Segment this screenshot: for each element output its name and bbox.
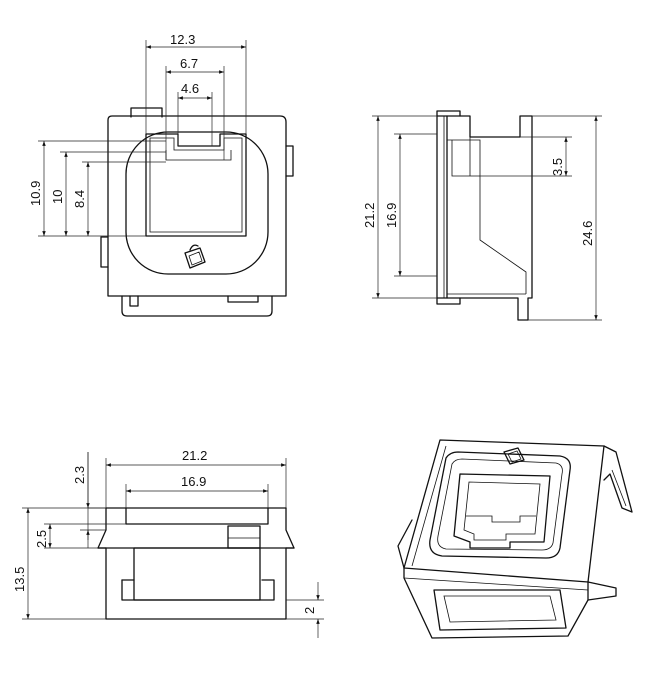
dim-10-9: 10.9 xyxy=(28,181,43,206)
dim-21-2: 21.2 xyxy=(362,203,377,228)
dim-6-7: 6.7 xyxy=(180,56,198,71)
dim-16-9: 16.9 xyxy=(384,203,399,228)
dim-bottom-21-2: 21.2 xyxy=(182,448,207,463)
dim-2-3: 2.3 xyxy=(72,466,87,484)
dim-3-5: 3.5 xyxy=(550,158,565,176)
side-view: 21.2 16.9 24.6 3.5 xyxy=(362,110,602,321)
front-view: 12.3 6.7 4.6 10.9 10 8.4 xyxy=(28,32,294,317)
dim-12-3: 12.3 xyxy=(170,32,195,47)
dim-13-5: 13.5 xyxy=(12,567,27,592)
dim-8-4: 8.4 xyxy=(72,190,87,208)
dim-4-6: 4.6 xyxy=(181,81,199,96)
lock-icon xyxy=(184,244,206,269)
dim-10: 10 xyxy=(50,190,65,204)
dim-24-6: 24.6 xyxy=(580,221,595,246)
isometric-view xyxy=(397,439,633,639)
dim-2-5: 2.5 xyxy=(34,530,49,548)
bottom-view: 21.2 16.9 13.5 2.5 2.3 2 xyxy=(12,448,324,638)
iso-lock-icon xyxy=(503,447,525,465)
dim-2: 2 xyxy=(302,607,317,614)
dim-bottom-16-9: 16.9 xyxy=(181,474,206,489)
